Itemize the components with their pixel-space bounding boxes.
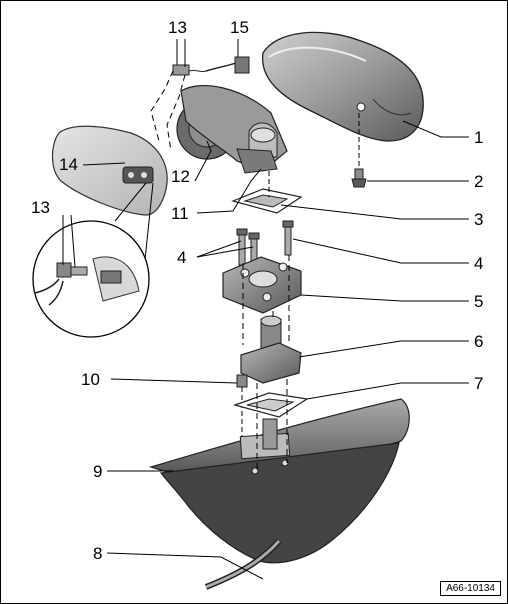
gasket-lower	[232, 392, 309, 418]
callout-13-top: 13	[168, 18, 187, 37]
leader-lines	[62, 39, 469, 580]
callout-5: 5	[474, 292, 483, 311]
document-id-label: A66-10134	[440, 581, 501, 596]
electrical-connector	[150, 64, 207, 152]
alignment-lines	[242, 255, 290, 471]
mirror-housing-cap	[262, 31, 424, 142]
gasket-upper	[231, 171, 303, 214]
callout-4-left: 4	[177, 248, 186, 267]
mirror-adjust-motor	[176, 56, 288, 174]
callout-9: 9	[93, 462, 102, 481]
callout-10: 10	[81, 370, 100, 389]
callout-11: 11	[171, 204, 189, 223]
housing-screw	[351, 113, 367, 188]
callout-labels: 13 15 1 14 12 2 13 11 3 4 4 5 6 10 7 9 8	[31, 18, 483, 563]
callout-4-right: 4	[474, 254, 483, 273]
small-nut	[236, 374, 248, 453]
callout-13-detail: 13	[31, 198, 50, 217]
detail-circle	[32, 182, 154, 338]
callout-8: 8	[93, 544, 102, 563]
callout-14: 14	[59, 155, 78, 174]
door-panel	[148, 398, 410, 590]
mirror-base	[240, 315, 302, 384]
callout-15: 15	[230, 18, 249, 37]
callout-3: 3	[474, 210, 483, 229]
callout-12: 12	[171, 167, 190, 186]
callout-2: 2	[474, 172, 483, 191]
callout-1: 1	[474, 128, 483, 147]
callout-7: 7	[474, 374, 483, 393]
callout-6: 6	[474, 332, 483, 351]
